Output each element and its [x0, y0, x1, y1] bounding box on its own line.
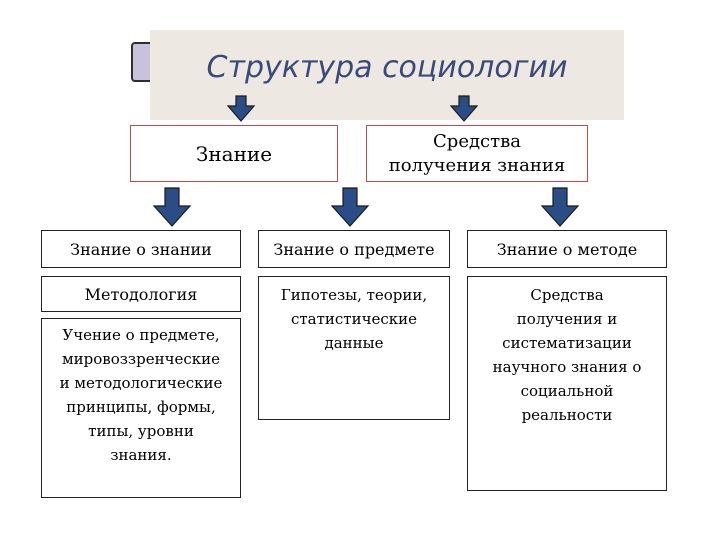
knowledge-of-knowledge-box: Знание о знании [41, 230, 241, 268]
arrow-down-icon [226, 95, 256, 122]
title-panel [150, 30, 624, 120]
means-detail-line: Средства [530, 286, 604, 304]
hypotheses-line: Гипотезы, теории, [280, 286, 428, 304]
methodology-detail-line: мировоззренческие [61, 350, 221, 368]
means-detail-line: реальности [521, 406, 613, 424]
knowledge-of-method-label: Знание о методе [496, 239, 638, 259]
means-detail-line: получения и [516, 310, 618, 328]
methodology-detail-line: Учение о предмете, [62, 326, 220, 344]
methodology-detail-line: и методологические [59, 374, 223, 392]
methodology-detail-line: типы, уровни [88, 422, 194, 440]
arrow-down-icon [330, 187, 370, 227]
methodology-label: Методология [84, 284, 198, 304]
means-label-line-1: Средства [433, 130, 521, 152]
means-detail-line: научного знания о [492, 358, 642, 376]
means-detail-line: социальной [520, 382, 614, 400]
arrow-down-icon [152, 187, 192, 227]
diagram-title: Структура социологии [206, 50, 568, 85]
arrow-down-icon [449, 95, 479, 122]
methodology-detail-box: Учение о предмете, мировоззренческие и м… [41, 318, 241, 498]
means-detail-line: систематизации [502, 334, 632, 352]
knowledge-of-method-box: Знание о методе [467, 230, 667, 268]
means-box: Средства получения знания [366, 125, 588, 182]
knowledge-of-knowledge-label: Знание о знании [70, 239, 212, 259]
hypotheses-line: данные [324, 334, 384, 352]
means-detail-box: Средства получения и систематизации науч… [467, 276, 667, 491]
hypotheses-box: Гипотезы, теории, статистические данные [258, 276, 450, 420]
methodology-detail-line: принципы, формы, [66, 398, 216, 416]
methodology-detail-line: знания. [110, 446, 172, 464]
arrow-down-icon [540, 187, 580, 227]
knowledge-box: Знание [130, 125, 338, 182]
knowledge-of-subject-label: Знание о предмете [273, 239, 435, 259]
means-label-line-2: получения знания [388, 154, 566, 176]
methodology-box: Методология [41, 276, 241, 312]
knowledge-of-subject-box: Знание о предмете [258, 230, 450, 268]
knowledge-label: Знание [195, 141, 273, 166]
hypotheses-line: статистические [290, 310, 418, 328]
